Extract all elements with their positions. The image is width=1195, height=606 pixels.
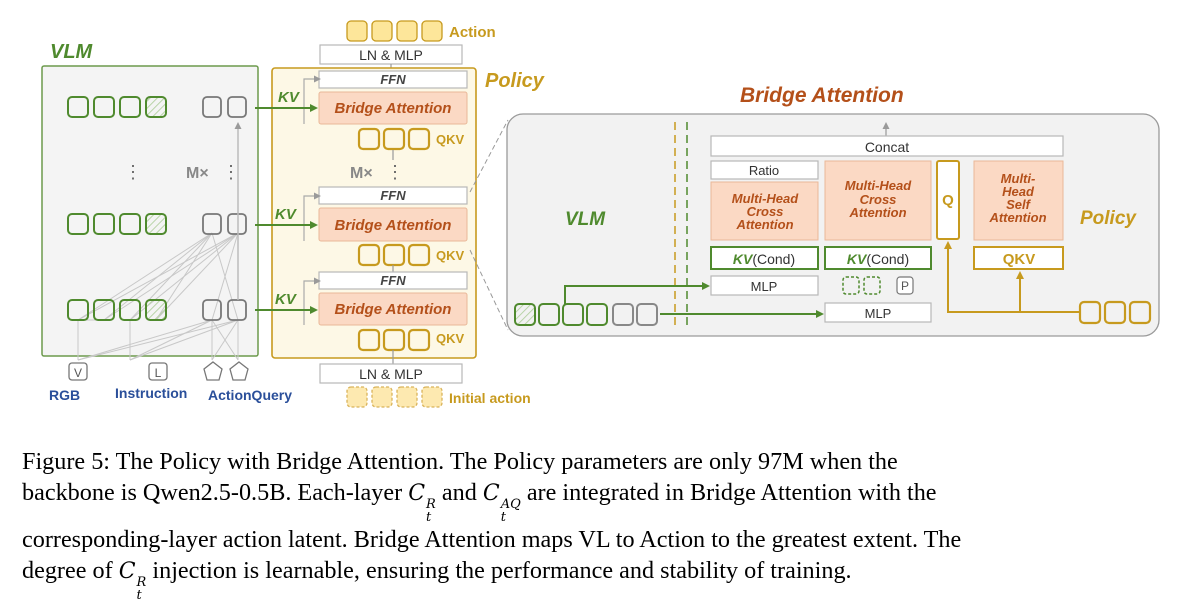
- dashed-tokens: [842, 276, 881, 295]
- svg-text:FFN: FFN: [380, 188, 406, 203]
- svg-text:Cross: Cross: [747, 204, 784, 219]
- bridge-attention-box: [318, 207, 468, 242]
- svg-text:Multi-Head: Multi-Head: [732, 191, 800, 206]
- figure-caption: Figure 5: The Policy with Bridge Attenti…: [22, 448, 962, 603]
- svg-text:QKV: QKV: [436, 132, 465, 147]
- svg-text:Head: Head: [1002, 184, 1035, 199]
- svg-text:QKV: QKV: [1003, 251, 1036, 268]
- svg-text:QKV: QKV: [436, 331, 465, 346]
- action-label: Action: [449, 24, 496, 41]
- svg-text:Concat: Concat: [865, 139, 909, 155]
- vlm-mx-label: M×: [186, 165, 209, 182]
- vlm-token-row-top: [67, 96, 167, 118]
- l-token: [148, 362, 168, 381]
- v-token: [68, 362, 88, 381]
- svg-text:Bridge Attention: Bridge Attention: [335, 100, 452, 117]
- svg-text:KV: KV: [278, 89, 301, 106]
- svg-text:Attention: Attention: [848, 205, 906, 220]
- svg-text:KV: KV: [275, 206, 298, 223]
- svg-text:L: L: [155, 366, 162, 380]
- mlp-box-1: [710, 275, 819, 296]
- svg-text:KV(Cond): KV(Cond): [847, 251, 909, 267]
- svg-text:Bridge Attention: Bridge Attention: [335, 217, 452, 234]
- rgb-label: RGB: [49, 387, 80, 403]
- svg-text:⋮: ⋮: [222, 162, 240, 182]
- bridge-attention-box: [318, 292, 468, 326]
- action-output-tokens: [346, 20, 443, 42]
- kv-cond-box-2: [824, 246, 932, 270]
- vlm-token-row-mid: [67, 213, 167, 235]
- multi-head-self-attention: [973, 160, 1064, 241]
- vlm-label: VLM: [50, 41, 94, 63]
- svg-text:M×: M×: [350, 165, 373, 182]
- svg-text:LN & MLP: LN & MLP: [359, 47, 423, 63]
- initial-action-label: Initial action: [449, 390, 531, 406]
- svg-text:KV(Cond): KV(Cond): [733, 251, 795, 267]
- svg-text:KV: KV: [275, 291, 298, 308]
- bridge-attention-box: [318, 91, 468, 125]
- instruction-label: Instruction: [115, 385, 187, 401]
- svg-text:FFN: FFN: [380, 72, 406, 87]
- svg-text:Attention: Attention: [735, 217, 793, 232]
- svg-text:MLP: MLP: [865, 306, 892, 321]
- multi-head-cross-attention-1: [710, 181, 819, 241]
- action-query-icon: [203, 361, 223, 381]
- ratio-box: [710, 160, 819, 180]
- initial-action-tokens: [346, 386, 443, 408]
- policy-label: Policy: [485, 70, 545, 92]
- vlm-block: [41, 65, 259, 357]
- kv-cond-box-1: [710, 246, 819, 270]
- svg-text:Multi-Head: Multi-Head: [845, 178, 913, 193]
- svg-text:QKV: QKV: [436, 248, 465, 263]
- detail-vlm-tokens: [514, 303, 658, 326]
- svg-text:Self: Self: [1006, 197, 1032, 212]
- policy-layer-top: FFN Bridge Attention QKV KV: [255, 70, 468, 151]
- svg-text:LN & MLP: LN & MLP: [359, 366, 423, 382]
- policy-layer-bottom: FFN Bridge Attention QKV KV: [255, 271, 468, 352]
- svg-text:V: V: [74, 366, 82, 380]
- detail-policy-label: Policy: [1080, 208, 1137, 229]
- vlm-token-row-bottom: [67, 299, 167, 321]
- svg-text:MLP: MLP: [751, 279, 778, 294]
- action-query-icon: [229, 361, 249, 381]
- svg-text:FFN: FFN: [380, 273, 406, 288]
- vlm-ellipsis: ⋮: [124, 162, 142, 182]
- svg-text:Ratio: Ratio: [749, 163, 779, 178]
- policy-bridge-attention-diagram: VLM ⋮ M× ⋮ V L: [41, 20, 1160, 408]
- svg-text:Bridge Attention: Bridge Attention: [335, 301, 452, 318]
- svg-text:⋮: ⋮: [386, 162, 404, 182]
- svg-text:Cross: Cross: [860, 192, 897, 207]
- svg-text:Q: Q: [942, 192, 954, 209]
- action-query-label: ActionQuery: [208, 387, 292, 403]
- qkv-box: [973, 246, 1064, 270]
- detail-title: Bridge Attention: [740, 84, 904, 107]
- concat-box: [710, 135, 1064, 157]
- policy-layer-mid: FFN Bridge Attention QKV KV: [255, 186, 468, 267]
- multi-head-cross-attention-2: [824, 160, 932, 241]
- detail-vlm-label: VLM: [565, 209, 606, 230]
- mlp-box-2: [824, 302, 932, 323]
- ln-mlp-bottom: [319, 363, 463, 384]
- p-token: [896, 276, 914, 295]
- q-box: [936, 160, 960, 240]
- svg-text:Attention: Attention: [988, 210, 1046, 225]
- svg-text:P: P: [901, 279, 909, 293]
- svg-text:Multi-: Multi-: [1001, 171, 1036, 186]
- attention-lines: [77, 232, 239, 361]
